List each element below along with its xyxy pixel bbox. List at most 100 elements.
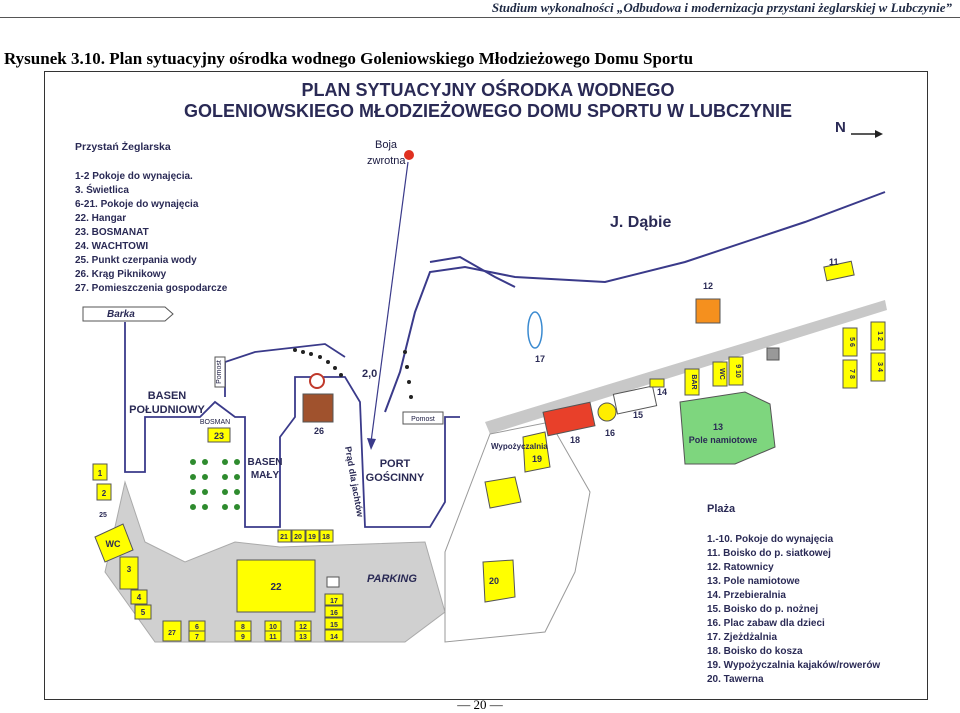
legend-beach-item: 1.-10. Pokoje do wynajęcia [707, 534, 834, 545]
building-13-beach-label: 13 [713, 422, 723, 432]
building-17-label: 17 [330, 598, 338, 605]
building-20 [291, 529, 306, 543]
legend-beach-item: 16. Plac zabaw dla dzieci [707, 618, 825, 629]
campsite-label: Pole namiotowe [689, 435, 758, 445]
pomost-east [402, 411, 444, 425]
pomost-west-label: Pomost [216, 360, 223, 384]
basin-south-label-2: POŁUDNIOWY [129, 404, 205, 416]
parking-label: PARKING [367, 573, 417, 585]
pomost-east-label: Pomost [411, 416, 435, 423]
barka-boat [82, 306, 174, 322]
legend-marina-item: 27. Pomieszczenia gospodarcze [75, 283, 228, 294]
figure-caption: Rysunek 3.10. Plan sytuacyjny ośrodka wo… [4, 49, 694, 68]
building-2 [96, 483, 112, 501]
beach-road [485, 300, 887, 434]
building-9-10-label: 9 10 [734, 364, 741, 378]
map-title-line2: GOLENIOWSKIEGO MŁODZIEŻOWEGO DOMU SPORTU… [184, 101, 792, 121]
building-10-label: 10 [269, 624, 277, 631]
legend-beach-item: 18. Boisko do kosza [707, 646, 803, 657]
building-4 [130, 589, 148, 605]
port-label-2: GOŚCINNY [366, 471, 425, 484]
legend-marina-item: 24. WACHTOWI [75, 241, 148, 252]
building-22-label: 22 [270, 582, 282, 593]
legend-beach-item: 12. Ratownicy [707, 562, 774, 573]
building-17 [324, 593, 344, 606]
bosman-label: BOSMAN [200, 419, 230, 426]
north-arrowhead-icon [875, 130, 883, 138]
site-plan-figure: PLAN SYTUACYJNY OŚRODKA WODNEGO GOLENIOW… [44, 71, 928, 700]
building-21-label: 21 [280, 534, 288, 541]
building-11-label: 11 [269, 634, 277, 641]
lake-shoreline-bend [429, 255, 516, 288]
legend-beach-item: 17. Zjeżdżalnia [707, 632, 777, 643]
beach-zone [444, 421, 591, 643]
building-9-label: 9 [241, 634, 245, 641]
building-26 [302, 393, 334, 423]
building-17-beach-label: 17 [535, 354, 545, 364]
legend-beach-title: Plaża [707, 503, 736, 515]
building-27 [162, 620, 182, 642]
building-2-label: 2 [102, 489, 107, 498]
map-title-line1: PLAN SYTUACYJNY OŚRODKA WODNEGO [301, 79, 674, 100]
building-5-label: 5 [141, 608, 146, 617]
building-20-beach-label: 20 [489, 576, 499, 586]
building-14-label: 14 [330, 634, 338, 641]
building-wc [94, 523, 134, 563]
legend-marina-item: 1-2 Pokoje do wynajęcia. [75, 171, 193, 182]
pomost-west [214, 356, 226, 388]
building-13-campsite [679, 391, 776, 465]
building-25-label: 25 [99, 512, 107, 519]
building-8-label: 8 [241, 624, 245, 631]
building-23-label: 23 [214, 431, 224, 441]
building-11-volleyball [823, 260, 855, 282]
running-header: Studium wykonalności „Odbudowa i moderni… [491, 0, 952, 15]
building-13-label: 13 [299, 634, 307, 641]
header-rule [0, 17, 960, 18]
building-4-label: 4 [137, 593, 142, 602]
legend-beach-item: 13. Pole namiotowe [707, 576, 800, 587]
building-18-basketball [542, 401, 596, 437]
basin-small-label-2: MAŁY [251, 470, 280, 481]
basin-small-label-1: BASEN [247, 457, 282, 468]
legend-beach-item: 20. Tawerna [707, 674, 764, 685]
wypozyczalnia-label: Wypożyczalnia [491, 442, 548, 451]
building-13 [294, 630, 312, 642]
pier-west [224, 343, 346, 397]
building-16-label: 16 [330, 610, 338, 617]
legend-beach-items: 1.-10. Pokoje do wynajęcia 11. Boisko do… [707, 534, 880, 685]
approach-line [370, 161, 409, 443]
legend-marina-item: 26. Krąg Piknikowy [75, 269, 167, 280]
building-20-tavern [482, 559, 516, 603]
building-18 [319, 529, 334, 543]
legend-marina-item: 25. Punkt czerpania wody [75, 255, 197, 266]
building-23 [207, 427, 231, 443]
building-16 [324, 605, 344, 618]
building-5 [134, 604, 152, 620]
building-20-label: 20 [294, 534, 302, 541]
building-21 [277, 529, 292, 543]
building-wc-beach [712, 361, 728, 387]
building-16-beach-label: 16 [605, 428, 615, 438]
utility-box [766, 347, 780, 361]
building-7 [188, 630, 206, 642]
building-6-label: 6 [195, 624, 199, 631]
building-16-playground [597, 402, 617, 422]
building-3 [119, 556, 139, 590]
building-3-label: 3 [127, 565, 132, 574]
barka-label: Barka [107, 309, 135, 320]
building-17-slide [527, 311, 543, 349]
approach-arrowhead-icon [367, 438, 376, 450]
building-3-4-beach [870, 352, 886, 382]
building-12-lifeguards [695, 298, 721, 324]
building-1 [92, 463, 108, 481]
building-5-6-beach-label: 5 6 [848, 337, 855, 347]
legend-beach-item: 15. Boisko do p. nożnej [707, 604, 818, 615]
building-7-8-beach [842, 359, 858, 389]
page-number: — 20 — [457, 697, 503, 712]
buoy-label-2: zwrotna [367, 155, 406, 167]
site-plan-map: PLAN SYTUACYJNY OŚRODKA WODNEGO GOLENIOW… [75, 79, 887, 685]
building-12-beach-label: 12 [703, 281, 713, 291]
lake-label: J. Dąbie [610, 214, 671, 231]
building-18-label: 18 [322, 534, 330, 541]
building-5-6-beach [842, 327, 858, 357]
